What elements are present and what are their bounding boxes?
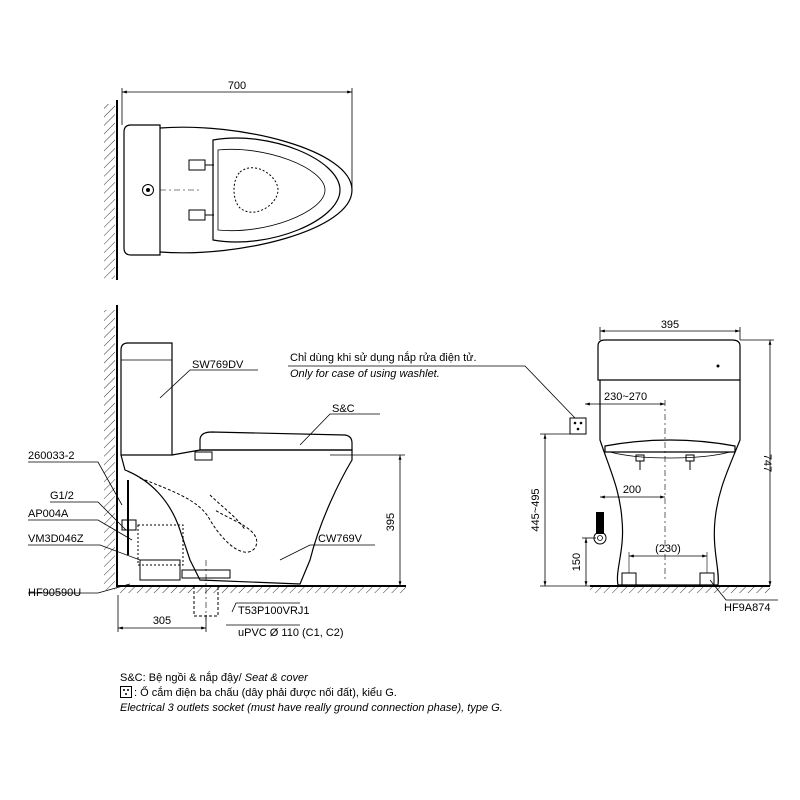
seat-inner-outline — [217, 148, 326, 232]
label-260033: 260033-2 — [28, 450, 75, 462]
dim-outlet-height: 150 — [571, 553, 583, 571]
water-inlet-icon — [596, 512, 604, 534]
angle-valve-icon — [121, 519, 137, 531]
seat-front-outline — [604, 439, 736, 453]
dim-total-height: 747 — [761, 454, 773, 472]
socket-legend-icon — [120, 686, 132, 698]
legend-socket-vi: : Ổ cắm điện ba chấu (dây phải được nối … — [134, 687, 397, 699]
trapway-path — [139, 477, 258, 553]
legend-notes: S&C: Bệ ngồi & nắp đậy/ Seat & cover : Ổ… — [120, 671, 780, 716]
side-view: 395 305 SW769DV S&C CW769V 260033-2 G1/2… — [28, 305, 406, 639]
label-vm3d: VM3D046Z — [28, 533, 84, 545]
washlet-note-en: Only for case of using washlet. — [290, 368, 440, 380]
washlet-note: Chỉ dùng khi sử dụng nắp rửa điện tử. On… — [288, 351, 576, 419]
hinge-side-icon — [194, 451, 213, 461]
label-seat-cover: S&C — [332, 403, 355, 415]
flush-button-icon — [142, 184, 154, 196]
label-t53: T53P100VRJ1 — [238, 605, 310, 617]
label-hf90590u: HF90590U — [28, 587, 81, 599]
tank-side-outline — [120, 342, 173, 456]
legend-sc-row: S&C: Bệ ngồi & nắp đậy/ Seat & cover — [120, 671, 780, 686]
wall-hatch — [104, 104, 115, 279]
bowl-side-outline — [120, 449, 353, 585]
legend-sc-vi: S&C: Bệ ngồi & nắp đậy/ — [120, 672, 245, 684]
washlet-note-vi: Chỉ dùng khi sử dụng nắp rửa điện tử. — [290, 351, 477, 364]
hinge-top-icon — [188, 159, 206, 171]
label-tank: SW769DV — [192, 359, 244, 371]
dim-top-width: 700 — [228, 80, 246, 92]
dim-inlet-offset: 200 — [623, 484, 641, 496]
front-view: 395 747 230~270 445~495 200 150 (230) HF… — [530, 319, 778, 614]
dim-seat-height: 395 — [385, 513, 397, 531]
legend-socket-row: : Ổ cắm điện ba chấu (dây phải được nối … — [120, 686, 780, 701]
side-wall-hatch — [104, 310, 115, 590]
seat-top-outline — [212, 137, 341, 243]
label-hf9a874: HF9A874 — [724, 602, 770, 614]
label-pipe: uPVC Ø 110 (C1, C2) — [238, 627, 344, 639]
legend-socket-en: Electrical 3 outlets socket (must have r… — [120, 702, 503, 714]
front-floor-hatch — [590, 586, 770, 593]
bowl-top-outline — [159, 126, 353, 254]
tank-front-outline — [597, 339, 741, 381]
dim-inlet-range: 445~495 — [530, 488, 542, 531]
seat-side-outline — [199, 431, 353, 451]
legend-sc-en: Seat & cover — [244, 672, 308, 684]
bowl-opening-outline — [233, 167, 279, 213]
socket-icon — [569, 417, 587, 435]
dim-outlet-spacing: (230) — [655, 543, 681, 555]
label-ap004a: AP004A — [28, 508, 69, 520]
dim-front-width: 395 — [661, 319, 679, 331]
flange-assembly — [137, 524, 184, 566]
label-bowl: CW769V — [318, 533, 363, 545]
hinge-bottom-icon — [188, 209, 206, 221]
floor-hatch — [116, 586, 406, 593]
label-g12: G1/2 — [50, 490, 74, 502]
dim-wall-offset: 305 — [153, 615, 171, 627]
top-view: 700 — [104, 80, 353, 280]
dim-side-range: 230~270 — [604, 391, 647, 403]
tank-top-outline — [123, 124, 161, 256]
